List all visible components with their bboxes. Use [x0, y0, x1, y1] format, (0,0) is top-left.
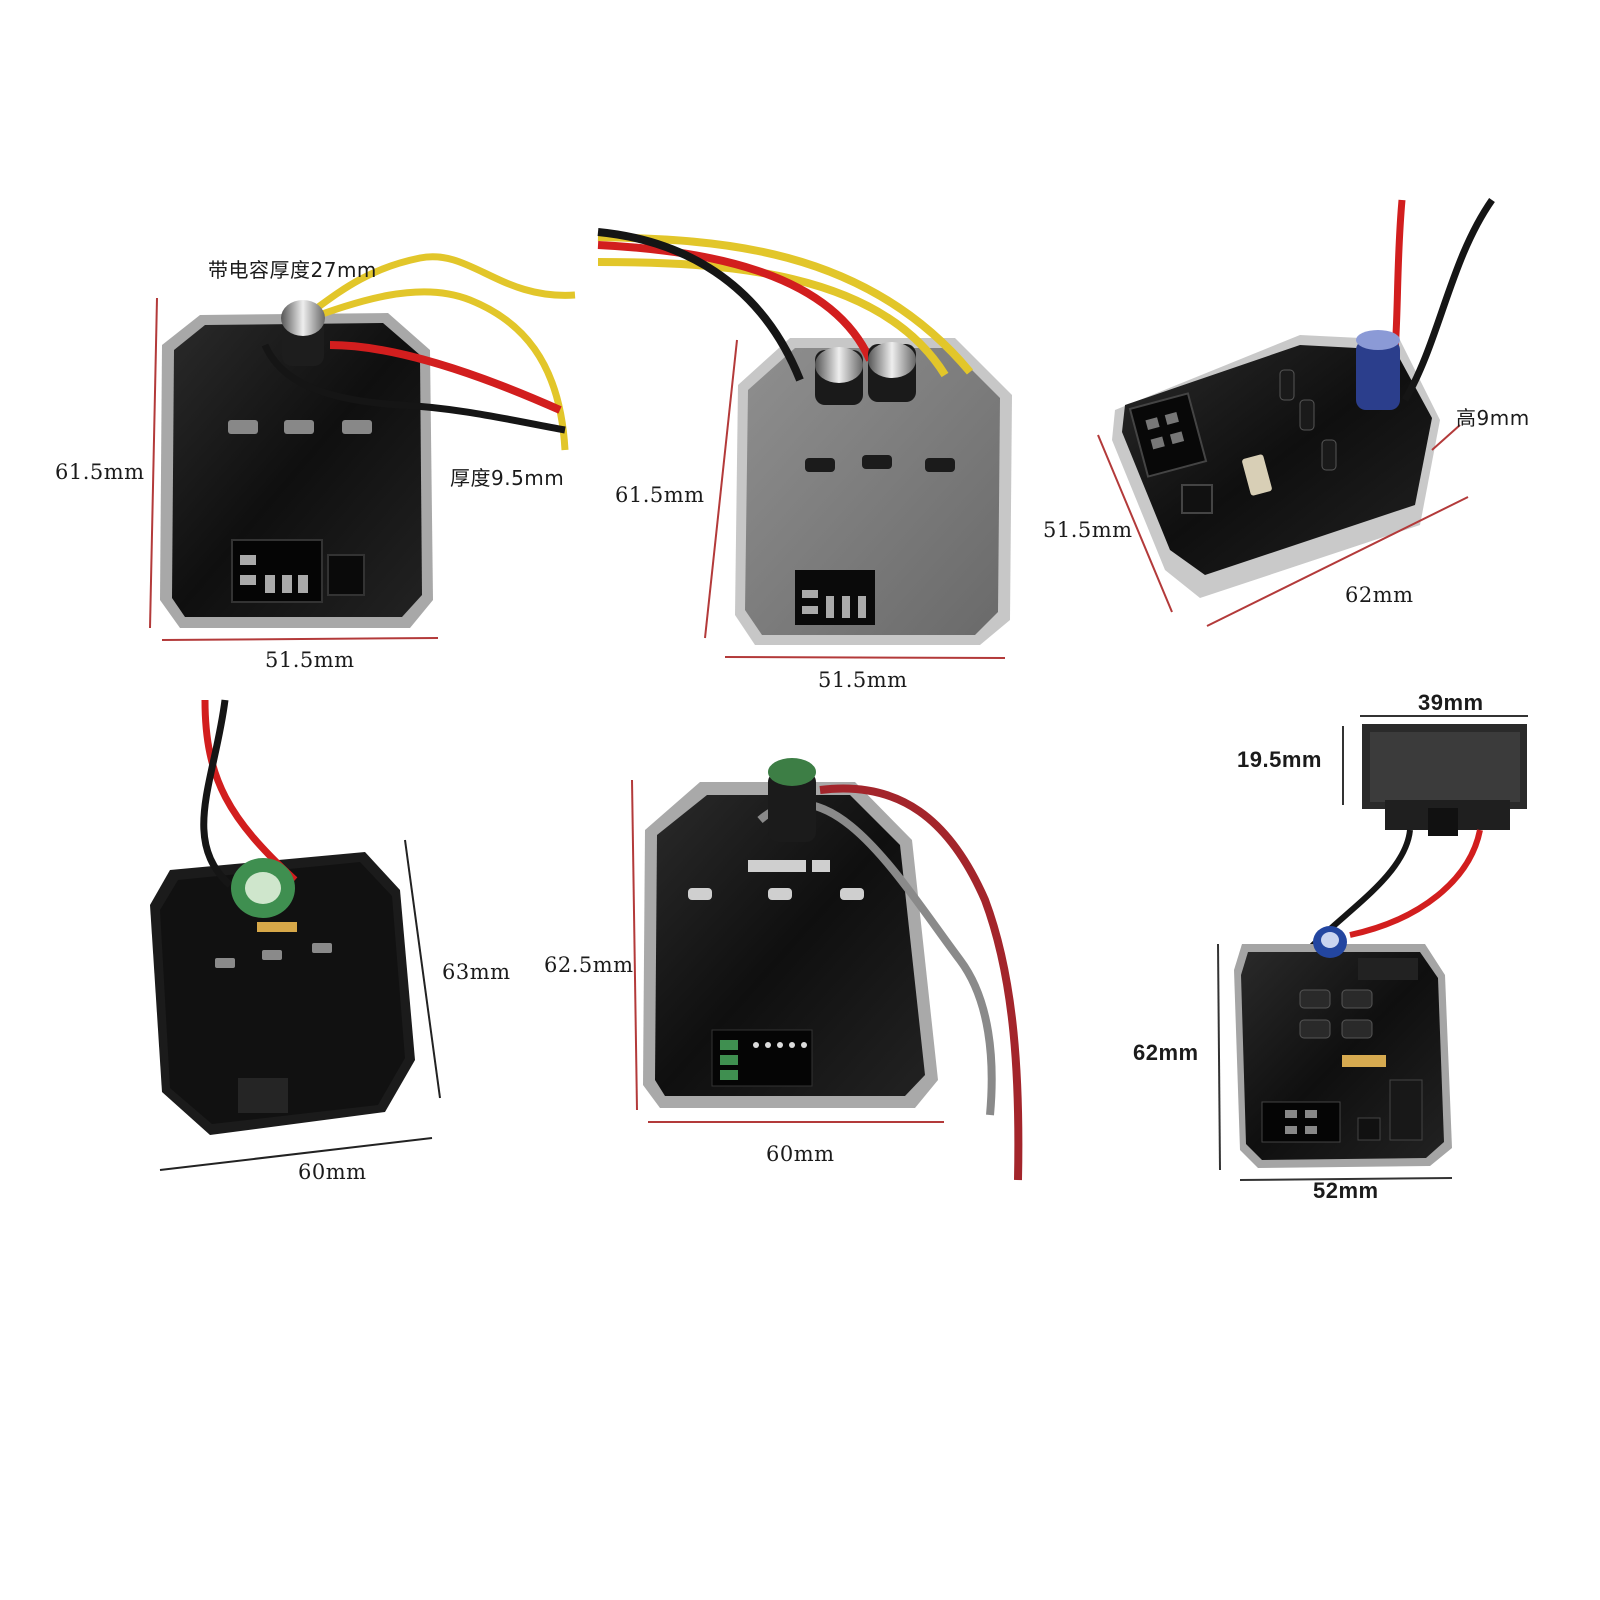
- module-3: [1097, 197, 1495, 627]
- m4-height-label: 63mm: [442, 960, 511, 984]
- m1-thickness-label: 厚度9.5mm: [450, 466, 565, 490]
- m1-height-label: 61.5mm: [55, 460, 145, 484]
- m3-height-label: 高9mm: [1456, 406, 1530, 430]
- m5-width-label: 60mm: [766, 1142, 835, 1166]
- m1-width-label: 51.5mm: [265, 648, 355, 672]
- m4-width-label: 60mm: [298, 1160, 367, 1184]
- module-5: [631, 758, 1023, 1181]
- m6-connector-height-label: 19.5mm: [1237, 747, 1322, 772]
- m1-capacitor-thickness-label: 带电容厚度27mm: [208, 258, 377, 282]
- m6-connector-width-label: 39mm: [1418, 690, 1484, 715]
- module-1: [149, 253, 576, 641]
- module-6: [1217, 715, 1528, 1181]
- m5-height-label: 62.5mm: [544, 953, 634, 977]
- m2-width-label: 51.5mm: [818, 668, 908, 692]
- module-4: [150, 699, 441, 1171]
- m2-height-label: 61.5mm: [615, 483, 705, 507]
- module-2: [597, 228, 1012, 659]
- m6-height-label: 62mm: [1133, 1040, 1199, 1065]
- m3-depth-label: 51.5mm: [1043, 518, 1133, 542]
- m3-width-label: 62mm: [1345, 583, 1414, 607]
- m6-width-label: 52mm: [1313, 1178, 1379, 1203]
